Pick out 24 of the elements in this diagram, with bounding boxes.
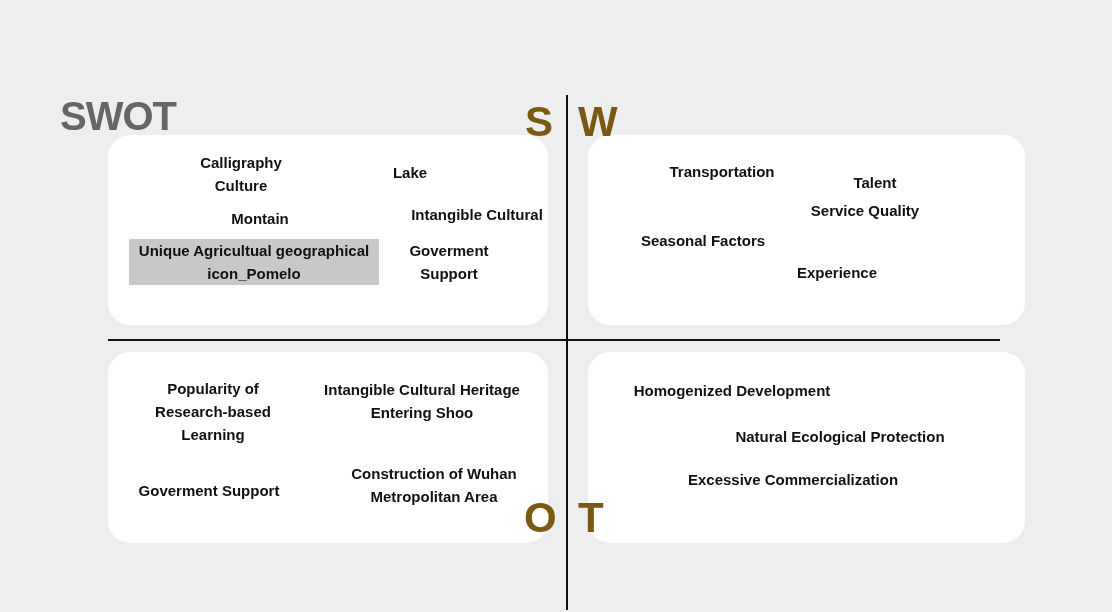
title: SWOT [60,94,176,139]
quadrant-letter: O [524,496,557,540]
factor-text: Goverment Support [408,241,490,284]
factor-text: Natural Ecological Protection [734,426,946,447]
factor-text: Excessive Commercialization [686,469,900,490]
factor-text: Experience [795,262,878,283]
factor-text: Seasonal Factors [639,230,767,251]
factor-text: Goverment Support [137,480,281,501]
factor-text: Unique Agricultual geographical icon_Pomelo [129,239,379,285]
factor-text: Calligraphy Culture [199,153,283,196]
quadrant-letter: W [578,100,618,144]
factor-text: Talent [852,172,898,193]
factor-text: Popularity of Research-based Learning [154,378,272,445]
factor-text: Construction of Wuhan Metropolitan Area [350,464,518,507]
quadrant-panel [108,135,548,325]
factor-text: Homogenized Development [632,380,832,401]
factor-text: Montain [230,208,290,229]
factor-text: Transportation [668,161,776,182]
factor-text: Intangible Cultural Heritage Entering Shoo [323,380,521,423]
quadrant-letter: T [578,496,604,540]
quadrant-letter: S [525,100,553,144]
factor-text: Intangible Cultural [410,204,544,225]
factor-text: Service Quality [809,200,921,221]
factor-text: Lake [391,162,429,183]
